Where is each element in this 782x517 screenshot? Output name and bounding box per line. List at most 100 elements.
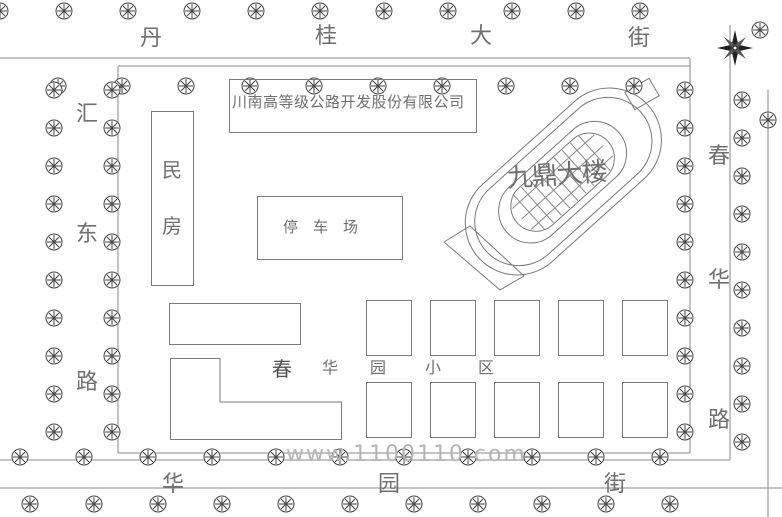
tree-icon [676,423,694,441]
tree-icon [469,495,487,513]
tree-icon [75,448,93,466]
community-label-char: 小 [425,358,442,377]
tree-icon [45,81,63,99]
field-line [512,134,595,209]
field-line [530,155,614,230]
tree-icon [21,495,39,513]
tree-icon [103,81,121,99]
tree-icon [733,357,751,375]
tree-icon [676,81,694,99]
tree-icon [459,448,477,466]
tree-icon [651,448,669,466]
tree-icon [119,2,137,20]
field-lines [512,134,614,231]
huayuan-street-char: 华 [162,472,185,497]
tree-icon [311,2,329,20]
tree-icon [45,271,63,289]
tree-icon [149,495,167,513]
tree-icon [103,347,121,365]
tree-icon [676,233,694,251]
tree-icon [405,495,423,513]
north-arrow-icon [717,30,753,66]
tree-icon [331,448,349,466]
tree-icon [676,271,694,289]
stadium-field [510,132,615,232]
parking-lot [257,196,403,260]
south-gate [443,225,525,291]
tree-icon [85,495,103,513]
tree-icon [45,233,63,251]
tree-icon [103,157,121,175]
tree-icon [45,119,63,137]
residential-block [169,303,301,345]
tree-icon [0,2,9,20]
tree-icon [375,2,393,20]
dan-gui-street-char: 街 [628,26,651,51]
tree-icon [439,2,457,20]
tree-icon [676,195,694,213]
tree-icon [625,77,643,95]
tree-icon [561,77,579,95]
chunhua-road-char: 春 [708,144,731,169]
huidong-road-char: 路 [76,370,99,395]
tree-icon [733,281,751,299]
tree-icon [733,129,751,147]
residential-block [622,300,668,356]
tree-icon [139,448,157,466]
tree-icon [103,233,121,251]
tree-icon [45,423,63,441]
tree-icon [213,495,231,513]
tree-icon [433,77,451,95]
dan-gui-street-char: 桂 [315,24,338,49]
tree-icon [103,119,121,137]
tree-icon [45,195,63,213]
dan-gui-street-char: 丹 [140,26,163,51]
residential-block [366,300,412,356]
tree-icon [497,77,515,95]
tree-icon [45,309,63,327]
tree-icon [533,495,551,513]
tree-icon [733,91,751,109]
residence-building [151,111,194,286]
residential-block [558,382,604,438]
chunhua-road-char: 华 [708,268,731,293]
tree-icon [277,495,295,513]
tree-icon [631,2,649,20]
stadium-ring-3 [498,120,628,244]
residential-block [430,300,476,356]
tree-icon [241,77,259,95]
tree-icon [267,448,285,466]
tree-icon [733,167,751,185]
residential-block [366,382,412,438]
residential-block [622,382,668,438]
company-building [229,79,477,133]
tree-icon [55,2,73,20]
residential-block [494,300,540,356]
tree-icon [45,385,63,403]
tree-icon [341,495,359,513]
tree-icon [247,2,265,20]
tree-icon [103,195,121,213]
residential-block [430,382,476,438]
tree-icon [103,309,121,327]
huayuan-street-char: 街 [604,472,627,497]
tree-icon [45,347,63,365]
stadium-ring-2 [474,96,653,267]
tower-label: 九鼎大楼 [505,157,608,194]
tree-icon [103,385,121,403]
tree-icon [676,309,694,327]
tree-icon [369,77,387,95]
huidong-road-char: 汇 [76,102,99,127]
residence-label-char: 民 [162,158,182,182]
tree-icon [103,271,121,289]
chunhua-road-char: 路 [708,408,731,433]
huidong-road-char: 东 [76,222,99,247]
company-label: 川南高等级公路开发股份有限公司 [232,93,465,111]
tree-icon [733,433,751,451]
huayuan-street-char: 园 [378,472,401,497]
dan-gui-street-char: 大 [470,24,493,49]
residential-block [558,300,604,356]
tree-icon [661,495,679,513]
